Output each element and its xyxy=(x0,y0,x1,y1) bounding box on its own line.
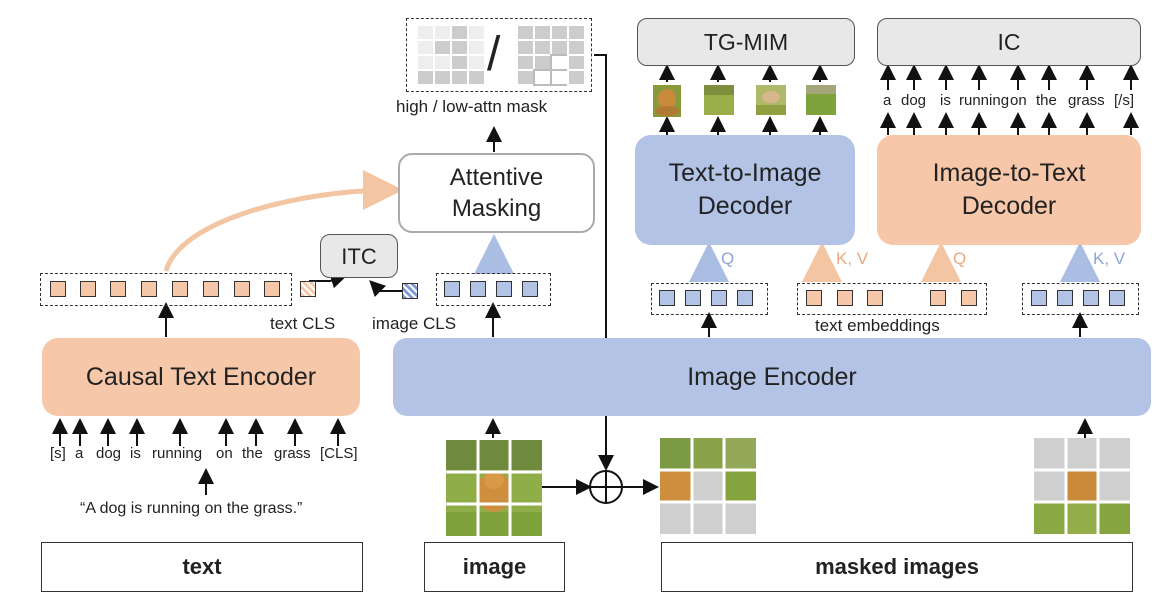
itc-box: ITC xyxy=(320,234,398,278)
output-word: dog xyxy=(901,92,927,109)
i2t-line2: Decoder xyxy=(961,192,1057,220)
text-token xyxy=(172,281,188,297)
text-input-label: text xyxy=(182,554,222,579)
output-word: running xyxy=(959,92,1010,109)
masked-images-box: masked images xyxy=(661,542,1133,592)
ic-label: IC xyxy=(997,28,1021,55)
image-token xyxy=(1031,290,1047,306)
token: running xyxy=(152,445,203,462)
text-token-group xyxy=(40,273,292,306)
i2t-line1: Image-to-Text xyxy=(932,159,1086,187)
token: a xyxy=(75,445,84,462)
text-embedding-token xyxy=(837,290,853,306)
attentive-masking-line2: Masking xyxy=(451,195,542,222)
t2i-line2: Decoder xyxy=(697,192,793,220)
text-token xyxy=(264,281,280,297)
text-token xyxy=(203,281,219,297)
mask-grids xyxy=(416,24,586,86)
reconstructed-patch-field xyxy=(756,85,786,115)
masked-image-1 xyxy=(660,438,756,534)
image-input-label: image xyxy=(462,554,527,579)
masked-image-token-group-2 xyxy=(1022,283,1139,315)
image-token xyxy=(496,281,512,297)
add-operator xyxy=(589,470,623,504)
output-word: grass xyxy=(1068,92,1105,109)
i2t-key-value-label: K, V xyxy=(1093,249,1126,268)
reconstructed-patch-lawn xyxy=(806,85,836,115)
text-input-box: text xyxy=(41,542,363,592)
ic-head: IC xyxy=(877,18,1141,66)
image-token xyxy=(444,281,460,297)
masked-images-label: masked images xyxy=(815,554,979,579)
output-word: on xyxy=(1010,92,1027,109)
token: the xyxy=(242,445,263,462)
token: on xyxy=(216,445,233,462)
image-token xyxy=(737,290,753,306)
token: [CLS] xyxy=(320,445,358,462)
text-to-image-decoder: Text-to-Image Decoder xyxy=(635,135,855,245)
image-token xyxy=(711,290,727,306)
token: grass xyxy=(274,445,311,462)
text-embedding-token xyxy=(867,290,883,306)
image-encoder-label: Image Encoder xyxy=(687,362,857,391)
masked-image-token-group-1 xyxy=(651,283,768,315)
image-token xyxy=(1057,290,1073,306)
tg-mim-head: TG-MIM xyxy=(637,18,855,66)
text-embedding-token xyxy=(806,290,822,306)
output-word: a xyxy=(883,92,892,109)
text-embedding-token xyxy=(961,290,977,306)
image-token xyxy=(659,290,675,306)
text-token xyxy=(234,281,250,297)
image-input-box: image xyxy=(424,542,565,592)
t2i-query-label: Q xyxy=(721,249,735,268)
masked-image-2 xyxy=(1034,438,1130,534)
tg-mim-label: TG-MIM xyxy=(703,28,789,55)
t2i-key-value-label: K, V xyxy=(836,249,869,268)
input-caption: “A dog is running on the grass.” xyxy=(80,500,303,517)
causal-text-encoder: Causal Text Encoder xyxy=(42,338,360,416)
reconstructed-patch-grass xyxy=(704,85,734,115)
token: is xyxy=(130,445,141,462)
image-token xyxy=(685,290,701,306)
text-embeddings-label: text embeddings xyxy=(815,316,940,335)
attentive-masking-line1: Attentive xyxy=(449,164,544,191)
text-embedding-group xyxy=(797,283,987,315)
text-token xyxy=(80,281,96,297)
reconstructed-patch-dog xyxy=(653,85,681,117)
t2i-line1: Text-to-Image xyxy=(668,159,822,187)
output-word: the xyxy=(1036,92,1057,109)
text-token xyxy=(50,281,66,297)
image-token-group xyxy=(436,273,551,306)
attentive-masking: Attentive Masking xyxy=(398,153,595,233)
mask-caption: high / low-attn mask xyxy=(396,97,548,116)
output-word: is xyxy=(940,92,951,109)
text-token xyxy=(110,281,126,297)
input-image-dog xyxy=(446,440,542,536)
attention-mask-preview: / xyxy=(406,18,592,92)
mask-separator: / xyxy=(487,28,501,81)
image-token xyxy=(1083,290,1099,306)
token: dog xyxy=(96,445,122,462)
text-cls-label: text CLS xyxy=(270,314,336,333)
text-embedding-token xyxy=(930,290,946,306)
image-to-text-decoder: Image-to-Text Decoder xyxy=(877,135,1141,245)
image-token xyxy=(1109,290,1125,306)
causal-text-encoder-label: Causal Text Encoder xyxy=(85,362,317,391)
i2t-query-label: Q xyxy=(953,249,967,268)
token: [s] xyxy=(50,445,66,462)
text-token xyxy=(141,281,157,297)
image-token xyxy=(470,281,486,297)
image-cls-token xyxy=(402,283,418,299)
text-cls-token xyxy=(300,281,316,297)
image-encoder: Image Encoder xyxy=(393,338,1151,416)
itc-label: ITC xyxy=(341,243,377,269)
image-token xyxy=(522,281,538,297)
output-word: [/s] xyxy=(1114,92,1135,109)
image-cls-label: image CLS xyxy=(372,314,457,333)
